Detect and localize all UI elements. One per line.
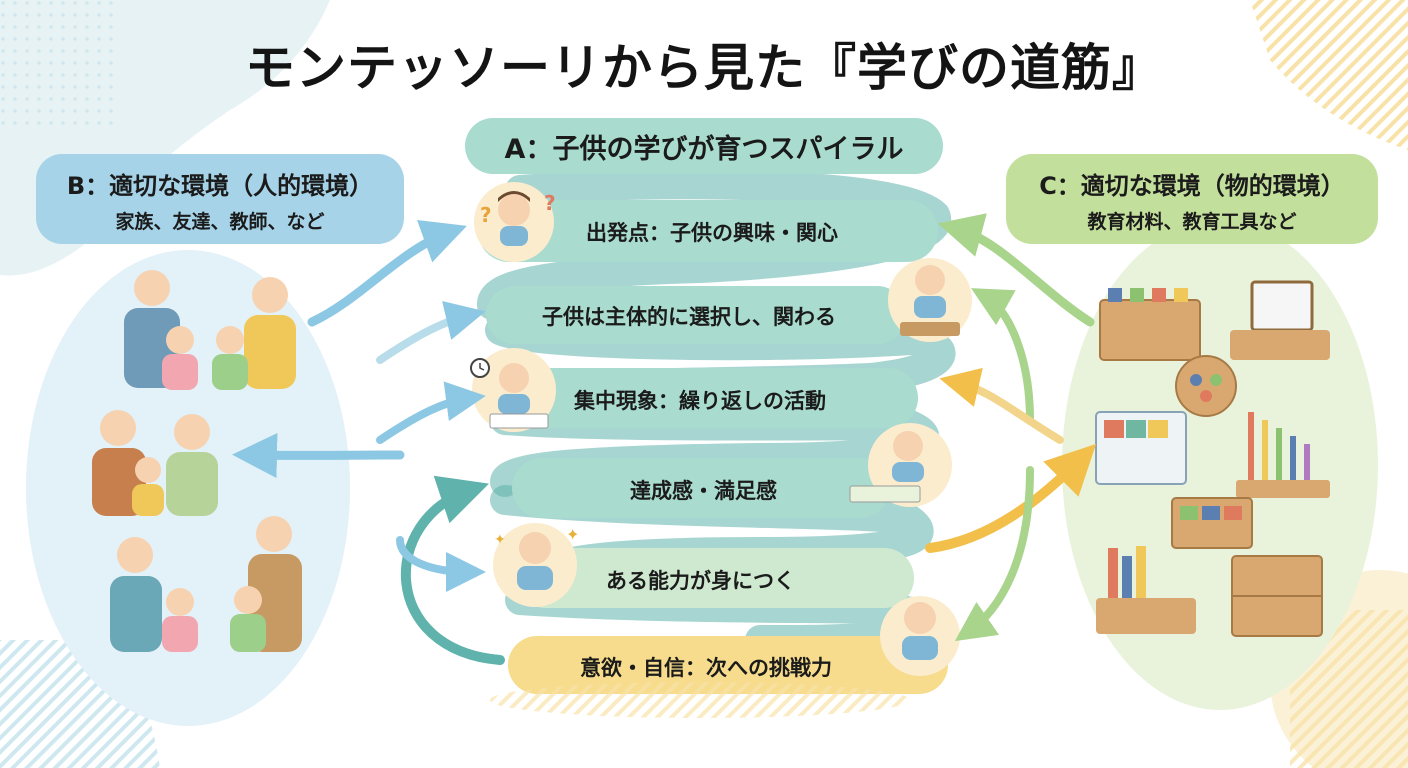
sorting-box-icon: [1171, 497, 1253, 549]
shelf-icon: [1099, 288, 1201, 361]
stage-band-5: [516, 548, 914, 608]
child-curious-icon: ? ?: [474, 182, 556, 262]
child-illustrations: ? ?: [470, 182, 972, 676]
bead-stair-icon: [1236, 412, 1330, 498]
child-capable-icon: ✦ ✦: [493, 523, 579, 607]
arrow-c-to-start: [937, 213, 1095, 327]
stage-band-1: [478, 200, 938, 262]
arrow-b-to-capable: [396, 536, 486, 592]
cabinet-icon: [1231, 555, 1323, 637]
human-env-title: B：適切な環境（人的環境）: [66, 172, 374, 200]
physical-env-subtitle: 教育材料、教育工具など: [1087, 211, 1297, 233]
physical-env-title: C：適切な環境（物的環境）: [1039, 172, 1345, 200]
stage-band-2: [486, 286, 906, 344]
arrow-b-to-focus: [376, 381, 486, 444]
family-group-1-icon: [124, 270, 296, 390]
spiral-title: A：子供の学びが育つスパイラル: [465, 118, 943, 174]
family-group-3-icon: [110, 516, 302, 652]
arrow-c-to-choice: [971, 288, 1034, 424]
stage-label-focus: 集中現象：繰り返しの活動: [574, 389, 826, 413]
arrow-c-to-motivation: [954, 466, 1034, 642]
svg-text:✦: ✦: [566, 525, 579, 544]
arrow-b-to-start: [307, 219, 467, 327]
bead-frame-icon: [1230, 280, 1330, 360]
arrow-c-to-focus: [939, 367, 1064, 444]
connector-arrows: [232, 213, 1097, 642]
stage-band-3: [478, 368, 918, 428]
child-concentrating-icon: [470, 348, 556, 432]
stage-band-6: [508, 636, 948, 694]
stage-label-start: 出発点：子供の興味・関心: [586, 221, 838, 245]
child-working-icon: [888, 258, 972, 342]
arrow-b-to-choice: [376, 300, 486, 364]
stage-band-4: [512, 458, 890, 518]
color-tray-icon: [1175, 355, 1237, 417]
child-happy-icon: [849, 423, 952, 507]
human-env-subtitle: 家族、友達、教師、など: [115, 211, 325, 233]
stage-label-motivation: 意欲・自信：次への挑戦力: [580, 656, 832, 680]
stage-label-ability: ある能力が身につく: [606, 569, 795, 593]
page-title: モンテッソーリから見た『学びの道筋』: [245, 39, 1163, 97]
material-illustrations: [1095, 280, 1330, 637]
spiral: [400, 169, 956, 718]
family-group-2-icon: [92, 410, 218, 516]
family-illustrations: [92, 270, 302, 652]
puzzle-board-icon: [1095, 411, 1187, 485]
child-motivated-icon: [880, 596, 960, 676]
stage-label-achievement: 達成感・満足感: [630, 479, 777, 503]
svg-text:✦: ✦: [494, 532, 506, 548]
svg-text:?: ?: [544, 191, 556, 215]
arrow-spiral-to-c: [925, 443, 1097, 553]
stage-label-choice: 子供は主体的に選択し、関わる: [542, 305, 836, 329]
human-env-box: B：適切な環境（人的環境） 家族、友達、教師、など: [36, 154, 404, 244]
feedback-arrow: [400, 475, 505, 665]
svg-text:?: ?: [480, 203, 492, 227]
cylinder-blocks-icon: [1096, 546, 1196, 634]
physical-env-box: C：適切な環境（物的環境） 教育材料、教育工具など: [1006, 154, 1378, 244]
